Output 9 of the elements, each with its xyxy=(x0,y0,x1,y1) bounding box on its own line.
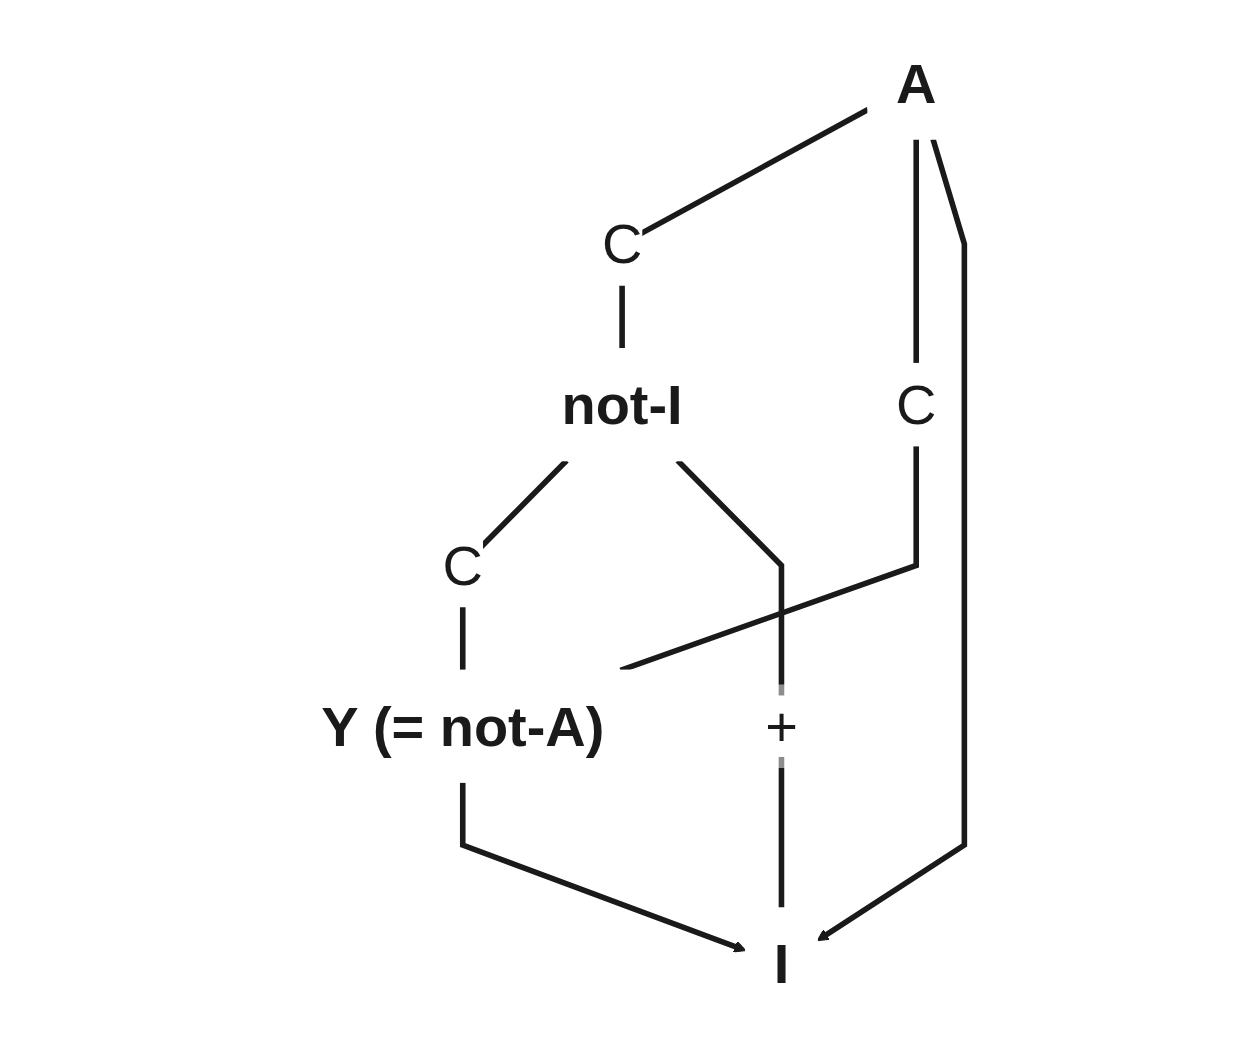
edge-label: C xyxy=(442,534,484,597)
node-text: I xyxy=(773,933,790,995)
connector xyxy=(619,139,920,673)
node-text: A xyxy=(896,52,937,114)
edge-label: C xyxy=(602,213,643,275)
node-text: Y (= not-A) xyxy=(321,695,605,757)
node-text: not-I xyxy=(561,373,683,436)
edge-label: C xyxy=(896,373,937,436)
edge-label: + xyxy=(765,695,799,757)
